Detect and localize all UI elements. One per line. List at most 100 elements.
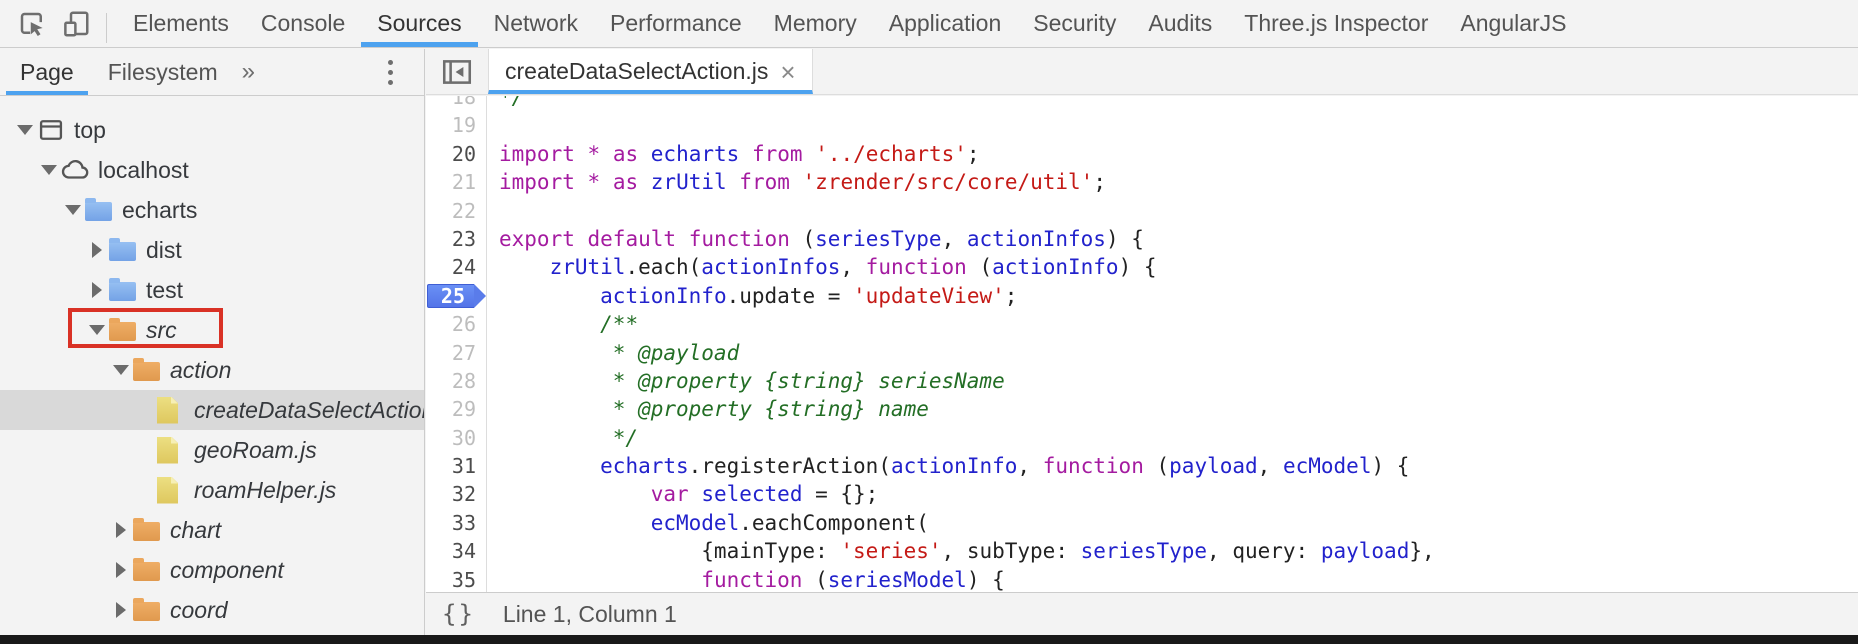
breakpoint-line-number[interactable]: 25 — [426, 281, 487, 311]
code-text[interactable]: {mainType: 'series', subType: seriesType… — [499, 539, 1435, 564]
hide-navigator-icon[interactable] — [426, 49, 488, 94]
overflow-menu-icon[interactable] — [370, 49, 410, 95]
tab-filesystem[interactable]: Filesystem — [107, 58, 218, 85]
tree-item-createdataselectaction-js[interactable]: createDataSelectAction.js — [0, 390, 424, 430]
code-text[interactable] — [487, 111, 499, 139]
code-text[interactable]: */ — [499, 425, 639, 450]
code-text[interactable]: import * as zrUtil from 'zrender/src/cor… — [499, 170, 1106, 195]
tab-angularjs[interactable]: AngularJS — [1460, 10, 1567, 36]
code-text[interactable]: var selected = {}; — [650, 482, 879, 507]
tree-item-label: localhost — [98, 156, 189, 183]
tree-item-coord[interactable]: coord — [0, 590, 424, 630]
line-number[interactable]: 23 — [426, 224, 487, 254]
more-tabs-icon[interactable]: » — [241, 58, 255, 85]
window-bottom-edge — [0, 635, 1858, 644]
code-text[interactable]: actionInfo.update = 'updateView'; — [600, 283, 1018, 308]
code-text[interactable]: zrUtil.each(actionInfos, function (actio… — [549, 255, 1157, 280]
tree-item-roamhelper-js[interactable]: roamHelper.js — [0, 470, 424, 510]
tree-item-georoam-js[interactable]: geoRoam.js — [0, 430, 424, 470]
line-number[interactable]: 22 — [426, 196, 487, 225]
line-number[interactable]: 24 — [426, 253, 487, 282]
device-toolbar-icon[interactable] — [58, 6, 94, 42]
tab-network[interactable]: Network — [493, 10, 578, 36]
close-tab-icon[interactable]: × — [780, 56, 796, 87]
line-number[interactable]: 26 — [426, 310, 487, 339]
tab-console[interactable]: Console — [260, 10, 346, 36]
tree-item-localhost[interactable]: localhost — [0, 150, 424, 190]
tree-item-component[interactable]: component — [0, 550, 424, 590]
line-number[interactable]: 30 — [426, 423, 487, 453]
code-text[interactable]: /** — [600, 312, 639, 337]
tab-page[interactable]: Page — [6, 49, 88, 95]
code-text[interactable]: import * as echarts from '../echarts'; — [499, 141, 980, 166]
sources-sidebar: Page Filesystem » top localhost echarts dis… — [0, 49, 425, 635]
tree-item-dist[interactable]: dist — [0, 230, 424, 270]
line-number[interactable]: 28 — [426, 366, 487, 396]
line-number[interactable]: 33 — [426, 508, 487, 538]
sidebar-header: Page Filesystem » — [0, 49, 424, 96]
code-text[interactable] — [487, 197, 499, 225]
inspect-icon[interactable] — [14, 6, 50, 42]
code-text[interactable]: * @property {string} seriesName — [499, 368, 1005, 393]
tree-item-test[interactable]: test — [0, 270, 424, 310]
expand-arrow-icon[interactable] — [109, 522, 133, 538]
code-text[interactable]: function (seriesModel) { — [701, 567, 1005, 592]
line-number[interactable]: 19 — [426, 111, 487, 140]
tab-application[interactable]: Application — [888, 10, 1002, 36]
tab-three-js-inspector[interactable]: Three.js Inspector — [1244, 10, 1429, 36]
code-text[interactable]: */ — [499, 96, 525, 109]
tree-item-label: echarts — [122, 196, 198, 223]
expand-arrow-icon[interactable] — [109, 602, 133, 618]
line-number[interactable]: 29 — [426, 395, 487, 424]
code-text[interactable]: export default function (seriesType, act… — [499, 226, 1144, 251]
tree-item-echarts[interactable]: echarts — [0, 190, 424, 230]
line-number[interactable]: 20 — [426, 139, 487, 169]
file-icon — [157, 396, 187, 424]
tab-elements[interactable]: Elements — [133, 10, 229, 36]
tab-memory[interactable]: Memory — [773, 10, 857, 36]
collapse-arrow-icon[interactable] — [109, 365, 133, 375]
line-number[interactable]: 32 — [426, 480, 487, 509]
collapse-arrow-icon[interactable] — [61, 205, 85, 215]
tree-item-top[interactable]: top — [0, 110, 424, 150]
breakpoint-marker[interactable]: 25 — [427, 283, 486, 309]
expand-arrow-icon[interactable] — [85, 242, 109, 258]
collapse-arrow-icon[interactable] — [13, 125, 37, 135]
pretty-print-icon[interactable]: {} — [442, 600, 475, 628]
tree-item-src[interactable]: src — [0, 308, 424, 350]
tab-security[interactable]: Security — [1033, 10, 1117, 36]
code-text[interactable]: ecModel.eachComponent( — [650, 510, 929, 535]
tree-item-label: test — [146, 276, 184, 303]
expand-arrow-icon[interactable] — [109, 562, 133, 578]
collapse-arrow-icon[interactable] — [85, 325, 109, 335]
code-line-21: 21 import * as zrUtil from 'zrender/src/c… — [426, 168, 1858, 197]
line-number[interactable]: 31 — [426, 452, 487, 481]
code-line-28: 28 * @property {string} seriesName — [426, 366, 1858, 396]
line-number[interactable]: 27 — [426, 338, 487, 367]
expand-arrow-icon[interactable] — [85, 282, 109, 298]
tab-sources[interactable]: Sources — [361, 0, 478, 47]
tree-item-action[interactable]: action — [0, 350, 424, 390]
tree-item-chart[interactable]: chart — [0, 510, 424, 550]
code-line-29: 29 * @property {string} name — [426, 395, 1858, 424]
code-line-33: 33 ecModel.eachComponent( — [426, 508, 1858, 538]
line-number[interactable]: 34 — [426, 537, 487, 566]
tab-audits[interactable]: Audits — [1148, 10, 1213, 36]
code-text[interactable]: * @payload — [499, 340, 740, 365]
code-text[interactable]: echarts.registerAction(actionInfo, funct… — [600, 454, 1410, 479]
toolbar-icons — [0, 0, 117, 47]
cloud-icon — [61, 157, 91, 183]
file-icon — [157, 436, 187, 464]
folder-icon — [133, 358, 163, 381]
code-text[interactable]: * @property {string} name — [499, 397, 929, 422]
code-line-19: 19 — [426, 111, 1858, 140]
collapse-arrow-icon[interactable] — [37, 165, 61, 175]
line-number[interactable]: 18 — [426, 96, 487, 112]
line-number[interactable]: 21 — [426, 168, 487, 197]
editor-tab-createDataSelectAction[interactable]: createDataSelectAction.js × — [488, 49, 813, 94]
line-number[interactable]: 35 — [426, 565, 487, 592]
tab-performance[interactable]: Performance — [610, 10, 742, 36]
folder-icon — [133, 558, 163, 581]
